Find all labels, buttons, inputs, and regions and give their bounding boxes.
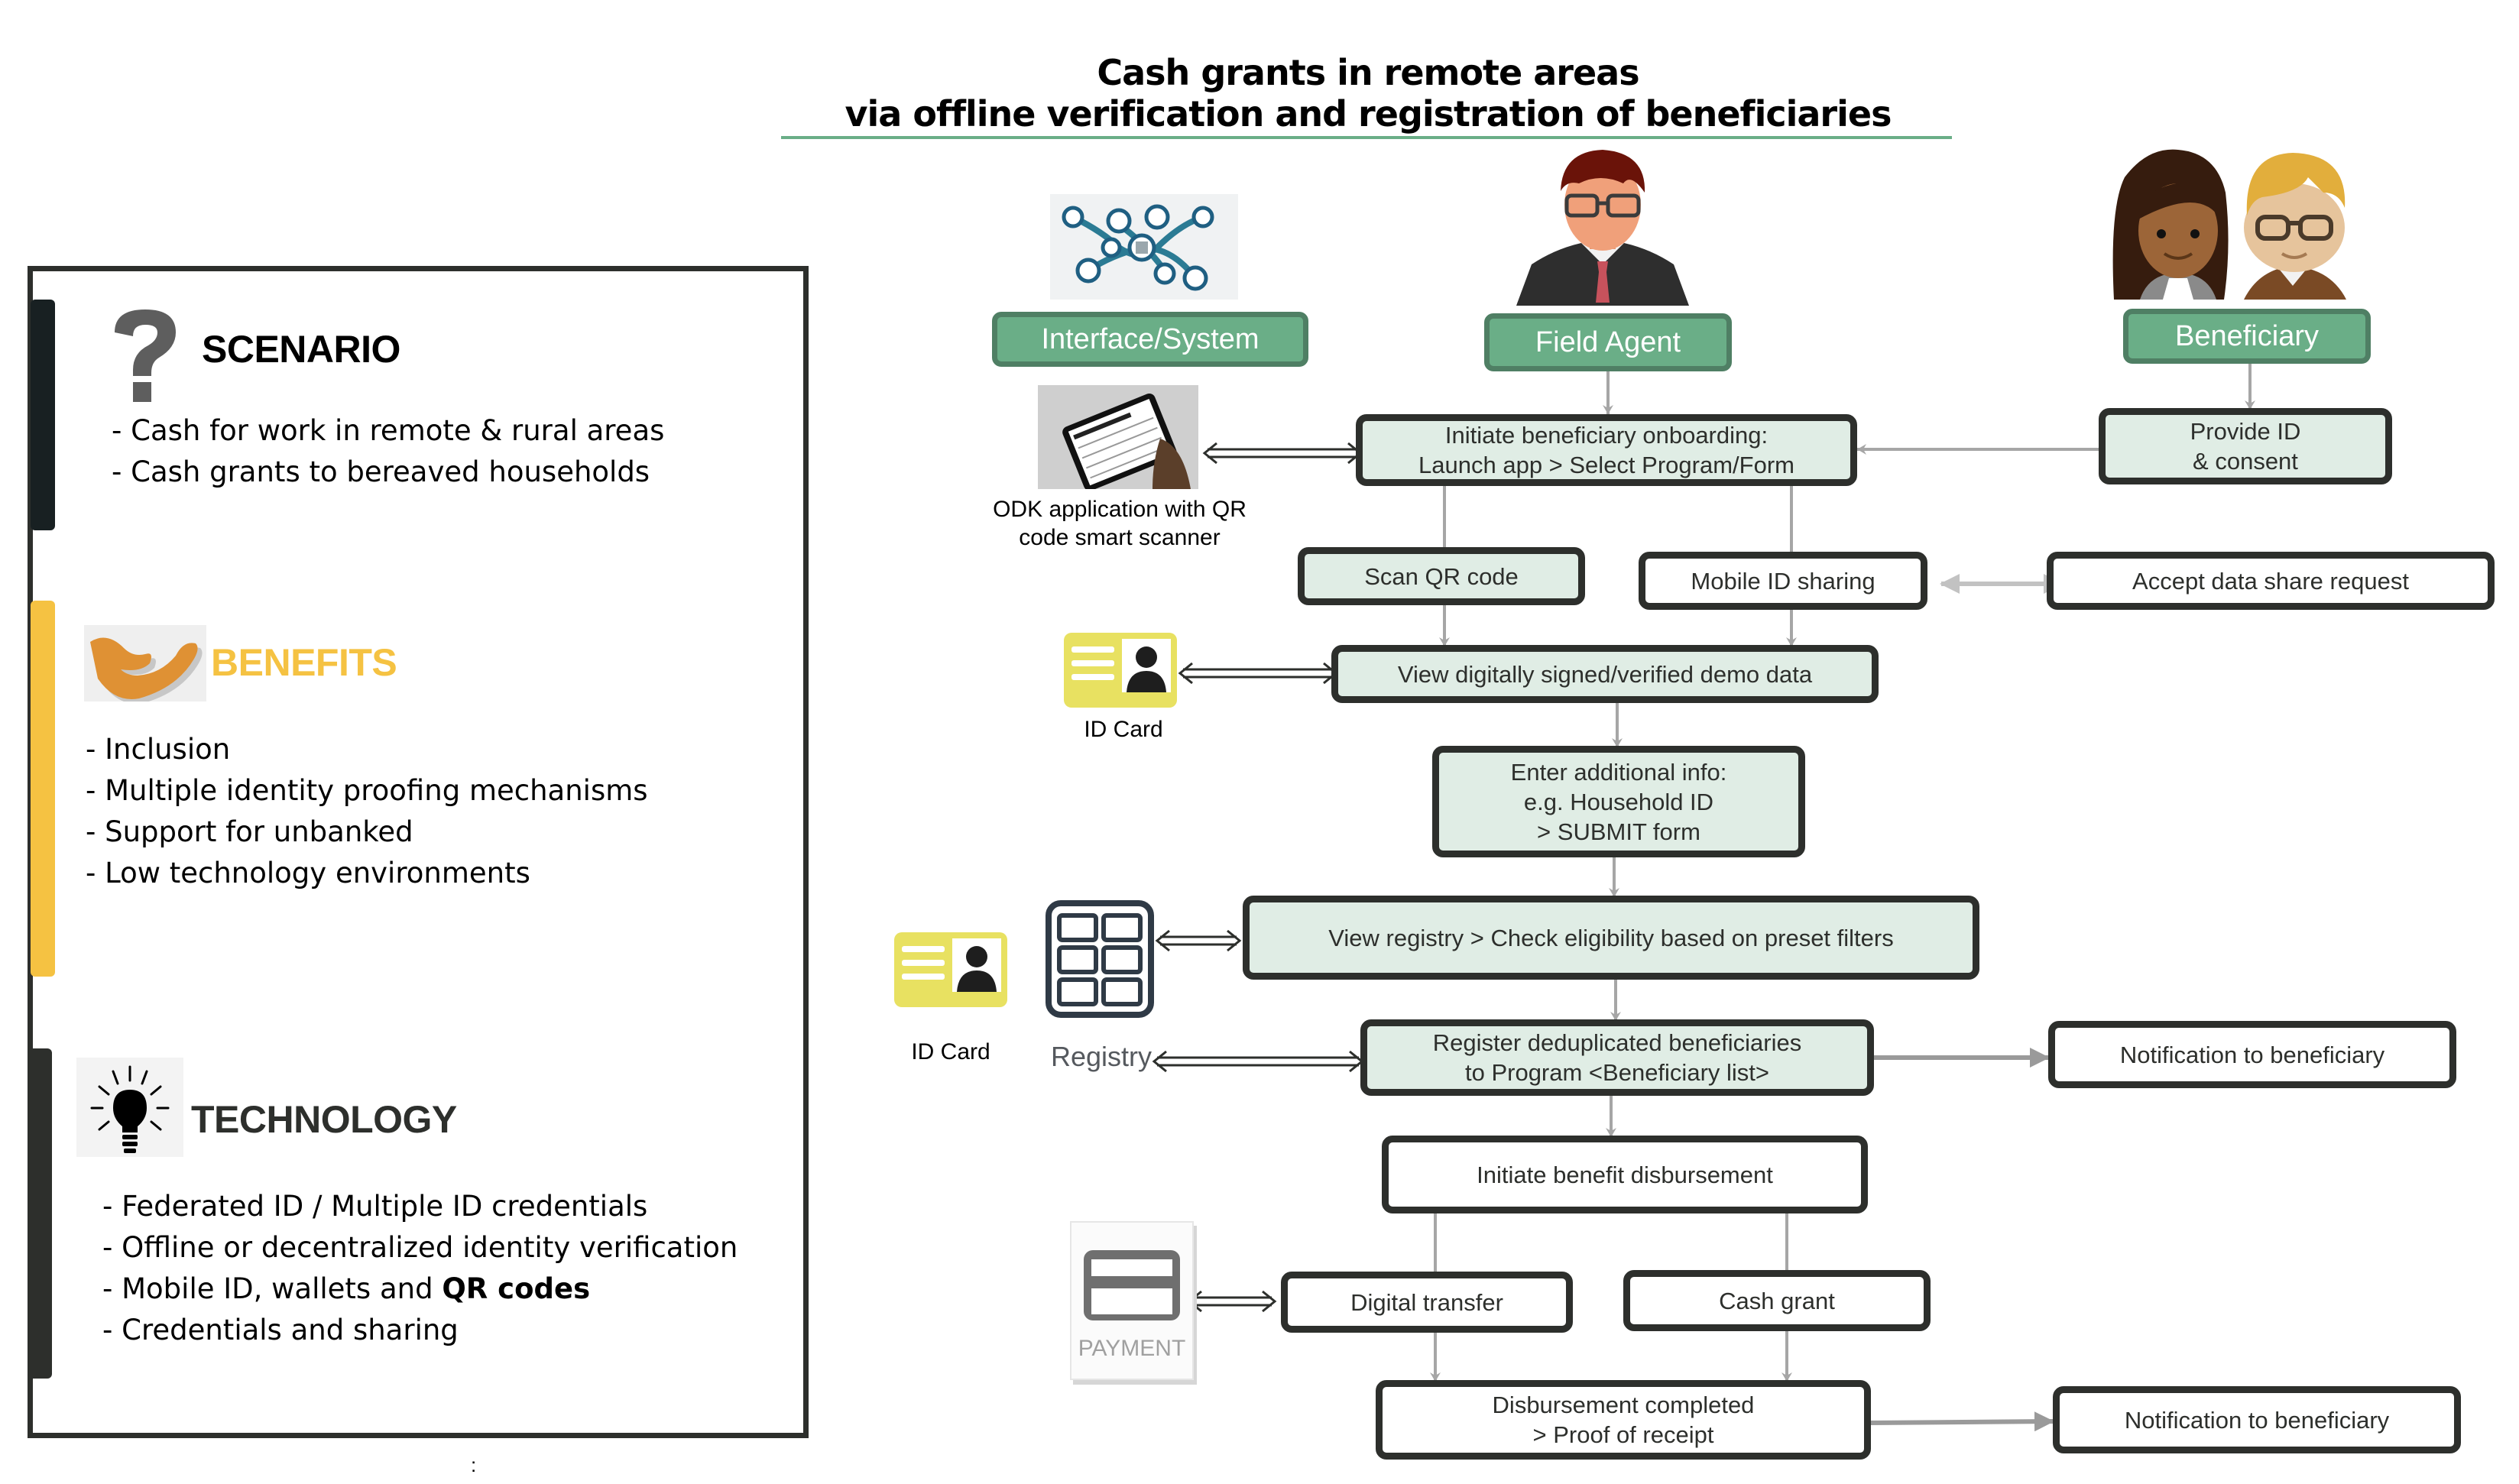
id-card-caption: ID Card	[1084, 717, 1163, 742]
bidirectional-link	[1152, 1050, 1364, 1073]
step-text: > Proof of receipt	[1532, 1421, 1714, 1448]
role-field-agent: Field Agent	[1484, 313, 1732, 371]
benefits-list: - Inclusion - Multiple identity proofing…	[86, 729, 648, 894]
technology-list: - Federated ID / Multiple ID credentials…	[102, 1186, 738, 1351]
step-notification-1[interactable]: Notification to beneficiary	[2048, 1021, 2456, 1088]
step-notification-2[interactable]: Notification to beneficiary	[2053, 1386, 2461, 1453]
step-text: Register deduplicated beneficiaries	[1432, 1029, 1802, 1056]
benefits-accent-bar	[31, 601, 55, 977]
role-interface-system: Interface/System	[992, 312, 1308, 367]
title-underline	[781, 136, 1952, 139]
footnote-mark: :	[471, 1453, 477, 1476]
title-line-1: Cash grants in remote areas	[1097, 52, 1639, 93]
technology-item: - Mobile ID, wallets and QR codes	[102, 1272, 591, 1305]
step-view-registry[interactable]: View registry > Check eligibility based …	[1243, 896, 1979, 980]
beneficiaries-avatar-icon	[2109, 147, 2362, 303]
step-text: Notification to beneficiary	[2124, 1406, 2390, 1434]
step-text: Accept data share request	[2132, 567, 2409, 595]
id-card-caption: ID Card	[911, 1039, 990, 1064]
step-text: View registry > Check eligibility based …	[1328, 924, 1894, 951]
step-text: Cash grant	[1719, 1287, 1835, 1314]
step-text: to Program <Beneficiary list>	[1464, 1059, 1769, 1086]
scenario-item: - Cash for work in remote & rural areas	[112, 414, 665, 447]
benefit-item: - Multiple identity proofing mechanisms	[86, 774, 648, 807]
scenario-list: - Cash for work in remote & rural areas …	[112, 410, 664, 493]
role-label: Interface/System	[1041, 322, 1260, 355]
step-scan-qr[interactable]: Scan QR code	[1298, 547, 1585, 605]
step-text: Scan QR code	[1364, 562, 1519, 590]
step-text: Initiate benefit disbursement	[1477, 1161, 1773, 1188]
registry-database-icon	[1046, 900, 1154, 1018]
step-text: Notification to beneficiary	[2119, 1041, 2385, 1068]
lightbulb-icon	[76, 1058, 183, 1157]
bidirectional-link	[1178, 662, 1338, 685]
technology-item: - Credentials and sharing	[102, 1314, 459, 1346]
caption-line: code smart scanner	[1019, 525, 1221, 550]
tablet-application-form-icon	[1038, 385, 1198, 491]
field-agent-avatar-icon	[1516, 150, 1689, 306]
question-mark-icon	[107, 306, 183, 405]
role-label: Beneficiary	[2175, 319, 2319, 352]
caption-line: ODK application with QR	[993, 497, 1247, 522]
odk-app-caption: ODK application with QR code smart scann…	[986, 495, 1253, 552]
payment-card-icon: PAYMENT	[1070, 1221, 1194, 1380]
step-view-demo-data[interactable]: View digitally signed/verified demo data	[1331, 645, 1879, 703]
technology-heading: TECHNOLOGY	[191, 1098, 457, 1141]
step-register-deduplicated[interactable]: Register deduplicated beneficiaries to Pr…	[1360, 1019, 1874, 1096]
step-text: Disbursement completed	[1492, 1392, 1755, 1418]
title-line-2: via offline verification and registratio…	[845, 93, 1892, 134]
network-devices-icon	[1050, 194, 1238, 300]
scenario-item: - Cash grants to bereaved households	[112, 455, 650, 488]
step-accept-data-share[interactable]: Accept data share request	[2047, 552, 2495, 610]
notify-connector	[1869, 1411, 2054, 1432]
bidirectional-link	[1155, 929, 1242, 952]
benefits-heading: BENEFITS	[211, 641, 397, 684]
step-text: View digitally signed/verified demo data	[1397, 660, 1813, 688]
step-text: Launch app > Select Program/Form	[1418, 452, 1794, 478]
step-digital-transfer[interactable]: Digital transfer	[1281, 1272, 1573, 1333]
registry-caption: Registry	[1050, 1041, 1153, 1072]
step-initiate-disbursement[interactable]: Initiate benefit disbursement	[1382, 1136, 1868, 1213]
step-enter-additional-info[interactable]: Enter additional info:e.g. Household ID >…	[1432, 746, 1805, 857]
bidirectional-link	[1202, 442, 1363, 465]
step-text: Initiate beneficiary onboarding:	[1444, 422, 1768, 449]
helping-hand-icon	[84, 625, 206, 704]
scenario-heading: SCENARIO	[202, 328, 400, 371]
step-text: > SUBMIT form	[1537, 818, 1700, 845]
step-initiate-onboarding[interactable]: Initiate beneficiary onboarding: Launch a…	[1356, 414, 1857, 486]
step-mobile-id-sharing[interactable]: Mobile ID sharing	[1639, 552, 1927, 610]
step-text: Digital transfer	[1350, 1288, 1503, 1316]
technology-item: - Offline or decentralized identity veri…	[102, 1231, 738, 1264]
step-text: & consent	[2193, 448, 2298, 475]
step-text: Enter additional info:	[1510, 758, 1727, 786]
benefit-item: - Low technology environments	[86, 857, 530, 889]
step-provide-id[interactable]: Provide ID & consent	[2099, 408, 2392, 484]
benefit-item: - Support for unbanked	[86, 815, 413, 848]
id-card-icon	[893, 931, 1009, 1009]
scenario-accent-bar	[31, 300, 55, 530]
role-label: Field Agent	[1535, 326, 1681, 358]
step-cash-grant[interactable]: Cash grant	[1623, 1270, 1931, 1331]
bidirectional-link	[1187, 1290, 1277, 1313]
id-card-icon	[1062, 631, 1178, 709]
diagram-title: Cash grants in remote areas via offline …	[764, 52, 1972, 134]
step-text: e.g. Household ID	[1523, 788, 1714, 815]
role-beneficiary: Beneficiary	[2123, 309, 2371, 364]
technology-accent-bar	[28, 1048, 52, 1379]
info-panel	[28, 266, 809, 1438]
step-text: Provide ID	[2190, 418, 2301, 445]
step-text: Mobile ID sharing	[1691, 567, 1875, 595]
payment-caption: PAYMENT	[1078, 1336, 1186, 1361]
technology-item: - Federated ID / Multiple ID credentials	[102, 1190, 648, 1223]
benefit-item: - Inclusion	[86, 733, 231, 766]
step-disbursement-completed[interactable]: Disbursement completed > Proof of receipt	[1376, 1380, 1871, 1460]
